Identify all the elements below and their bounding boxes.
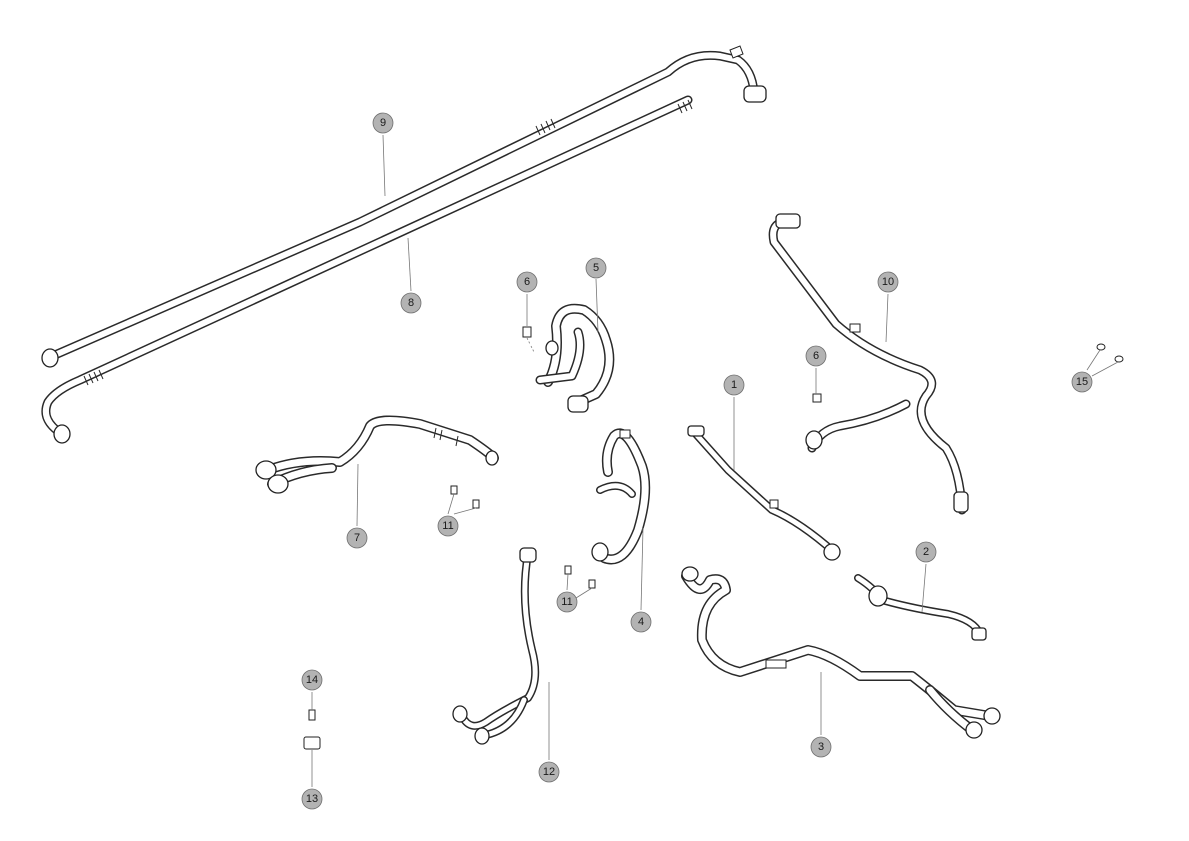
callout-11a[interactable]: 11 <box>437 515 459 537</box>
clips-11b <box>564 565 596 589</box>
callout-9[interactable]: 9 <box>372 112 394 134</box>
callout-3[interactable]: 3 <box>810 736 832 758</box>
svg-text:12: 12 <box>543 766 555 778</box>
hose-4 <box>591 428 651 565</box>
svg-text:14: 14 <box>306 674 318 686</box>
hose-1 <box>687 425 841 561</box>
bolt-14 <box>308 709 316 721</box>
svg-text:10: 10 <box>882 276 894 288</box>
svg-text:11: 11 <box>561 596 572 608</box>
part-6a <box>522 326 535 353</box>
callout-11b[interactable]: 11 <box>556 591 578 613</box>
hose-12 <box>452 547 540 745</box>
svg-text:5: 5 <box>593 262 599 274</box>
nuts-15 <box>1096 343 1124 363</box>
callout-10[interactable]: 10 <box>877 271 899 293</box>
hose-7 <box>255 415 499 494</box>
hose-8-end-connector <box>53 424 71 444</box>
callout-15[interactable]: 15 <box>1071 371 1093 393</box>
hose-3 <box>681 566 1001 739</box>
hose-5 <box>535 303 615 413</box>
callout-14[interactable]: 14 <box>301 669 323 691</box>
svg-text:1: 1 <box>731 379 737 391</box>
callout-2[interactable]: 2 <box>915 541 937 563</box>
svg-text:6: 6 <box>813 350 819 362</box>
svg-text:15: 15 <box>1076 376 1088 388</box>
clips-11a <box>450 485 480 509</box>
svg-text:2: 2 <box>923 546 929 558</box>
svg-text:13: 13 <box>306 793 318 805</box>
hose-8 <box>41 95 693 444</box>
callout-5[interactable]: 5 <box>585 257 607 279</box>
callout-6a[interactable]: 6 <box>516 271 538 293</box>
svg-text:3: 3 <box>818 741 824 753</box>
hose-10 <box>768 213 969 515</box>
part-6b <box>812 393 822 403</box>
svg-text:9: 9 <box>380 117 386 129</box>
callout-13[interactable]: 13 <box>301 788 323 810</box>
clip-13 <box>303 736 321 750</box>
callout-12[interactable]: 12 <box>538 761 560 783</box>
hose-2 <box>854 574 987 641</box>
svg-text:8: 8 <box>408 297 414 309</box>
hose-9-start-connector <box>41 348 59 368</box>
svg-text:6: 6 <box>524 276 530 288</box>
svg-text:7: 7 <box>354 532 360 544</box>
callout-6b[interactable]: 6 <box>805 345 827 367</box>
svg-text:4: 4 <box>638 616 644 628</box>
callout-4[interactable]: 4 <box>630 611 652 633</box>
hose-9 <box>41 45 767 368</box>
svg-text:11: 11 <box>442 520 453 532</box>
callout-8[interactable]: 8 <box>400 292 422 314</box>
callout-7[interactable]: 7 <box>346 527 368 549</box>
callout-1[interactable]: 1 <box>723 374 745 396</box>
hose-9-end-connector <box>743 85 767 103</box>
leader-lines <box>311 134 1119 787</box>
